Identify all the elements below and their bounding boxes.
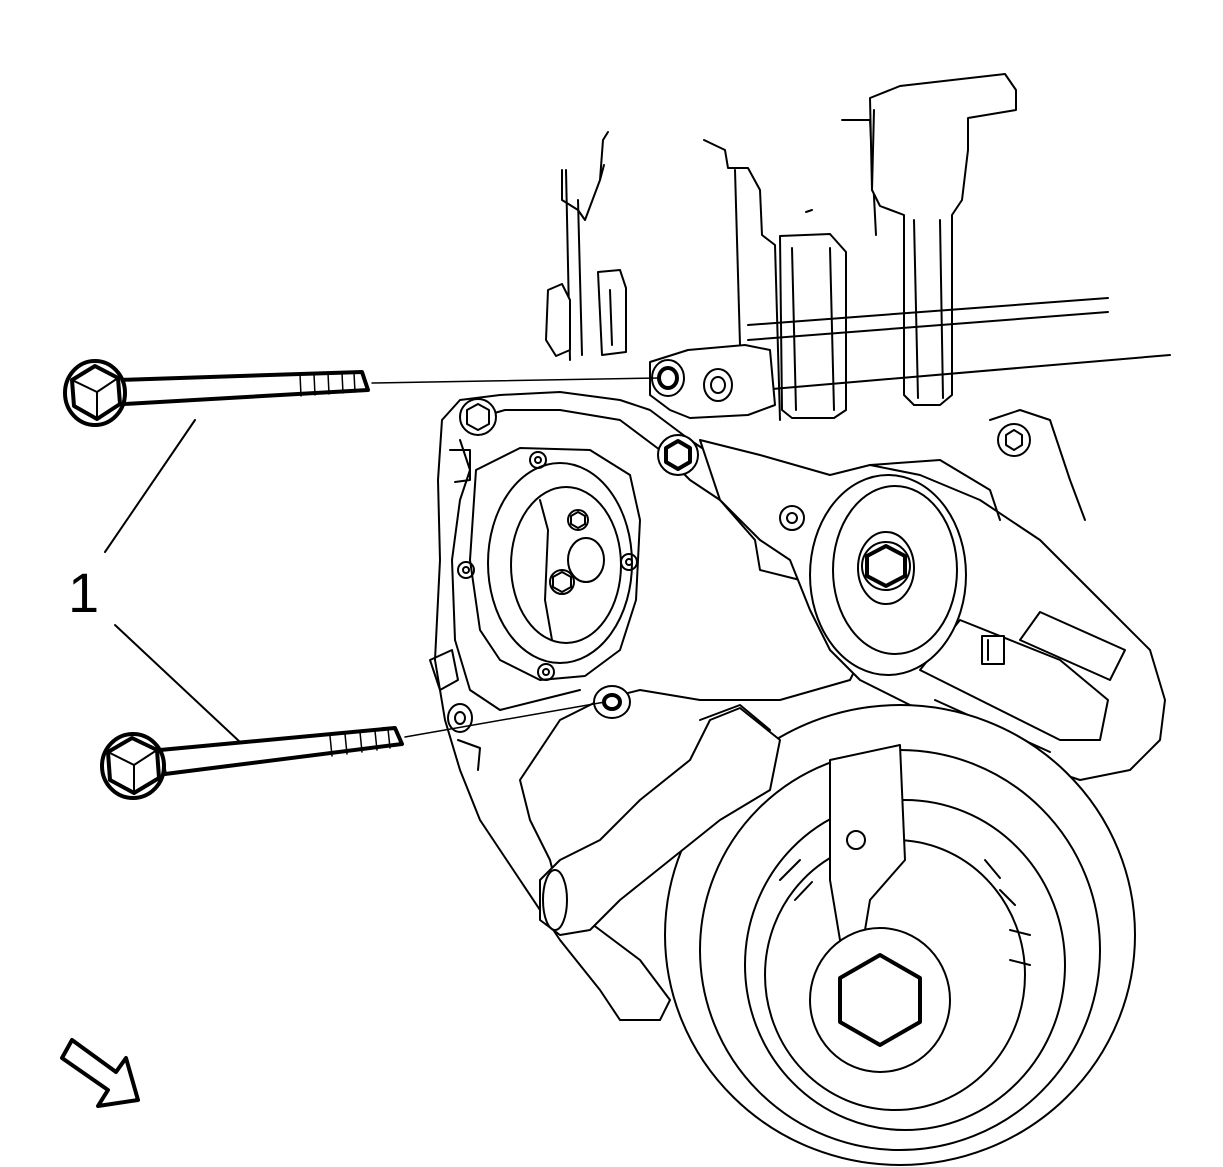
alignment-line-lower xyxy=(404,701,606,738)
view-direction-arrow-icon xyxy=(60,1038,140,1108)
belt-pulley xyxy=(809,459,1001,676)
callout-1: 1 xyxy=(68,419,241,743)
alignment-line-upper xyxy=(371,377,661,384)
callout-label: 1 xyxy=(68,561,99,624)
bolt-upper xyxy=(63,359,370,427)
leader-line-lower xyxy=(114,624,241,743)
engine-block-upper xyxy=(545,73,1171,421)
leader-line-upper xyxy=(104,419,196,553)
water-pump-flange xyxy=(447,447,641,733)
mounting-tab xyxy=(649,344,776,419)
harmonic-balancer xyxy=(539,704,1136,1166)
bolt-lower xyxy=(100,726,404,800)
